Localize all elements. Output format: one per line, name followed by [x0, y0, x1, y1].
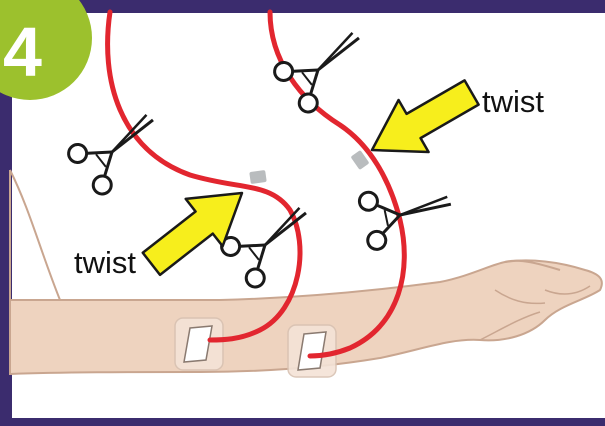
twist-marker-left	[249, 170, 267, 184]
frame-top-border	[0, 0, 605, 13]
step-number: 4	[3, 13, 42, 91]
frame-bottom-border	[0, 418, 605, 426]
twist-label-upper: twist	[482, 84, 544, 119]
twist-label-lower: twist	[74, 245, 136, 280]
tape-dressing-right	[288, 325, 336, 377]
tape-dressing-left	[175, 318, 223, 370]
